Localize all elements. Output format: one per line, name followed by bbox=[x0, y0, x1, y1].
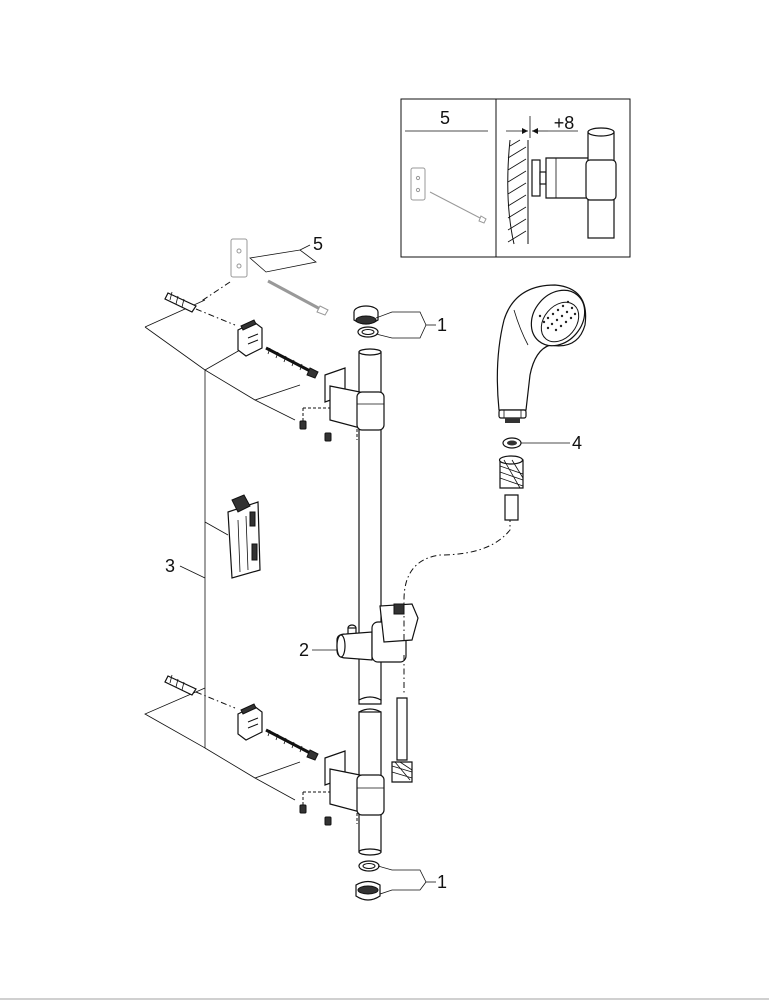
inset-label-5: 5 bbox=[440, 108, 450, 128]
lower-wall-bracket bbox=[324, 750, 385, 816]
hose-lower-segment bbox=[396, 697, 408, 761]
sliding-holder-2: 2 bbox=[299, 603, 419, 663]
bottom-divider bbox=[0, 998, 769, 1000]
callout-label-3: 3 bbox=[165, 556, 175, 576]
grub-screw-upper-1 bbox=[299, 420, 307, 430]
grub-screw-lower-1 bbox=[299, 804, 307, 814]
callout-label-5: 5 bbox=[313, 234, 323, 254]
end-cap-assembly-bottom: 1 bbox=[355, 860, 447, 901]
shower-hose bbox=[391, 494, 519, 783]
callout-label-4: 4 bbox=[572, 433, 582, 453]
alt-wall-plug-5: 5 bbox=[230, 234, 329, 316]
inset-frame bbox=[400, 98, 631, 258]
upper-wall-bracket bbox=[324, 367, 385, 431]
callout-label-1-top: 1 bbox=[437, 315, 447, 335]
inset-dimension: +8 bbox=[506, 113, 578, 138]
dimension-label: +8 bbox=[554, 113, 575, 133]
wall-plane-lines bbox=[144, 299, 301, 801]
callout-label-1-bottom: 1 bbox=[437, 872, 447, 892]
end-cap-assembly-top: 1 bbox=[353, 305, 447, 339]
plug-5-axis bbox=[199, 281, 231, 303]
lower-fixing bbox=[164, 674, 358, 826]
washer-4: 4 bbox=[502, 433, 582, 453]
inset-bracket bbox=[531, 127, 617, 239]
upper-fixing bbox=[164, 291, 358, 442]
grub-screw-upper-2 bbox=[324, 432, 332, 442]
cover-clip-3: 3 bbox=[165, 494, 261, 579]
inset-wall-section bbox=[507, 139, 529, 245]
hose-upper-nut bbox=[498, 455, 524, 489]
grub-screw-lower-2 bbox=[324, 816, 332, 826]
hand-shower bbox=[496, 284, 587, 423]
callout-plane-5 bbox=[249, 249, 317, 273]
callout-label-2: 2 bbox=[299, 640, 309, 660]
inset-detail: 5 +8 bbox=[400, 98, 631, 258]
inset-wall-plug bbox=[410, 167, 487, 224]
hose-upper-segment bbox=[504, 494, 519, 521]
